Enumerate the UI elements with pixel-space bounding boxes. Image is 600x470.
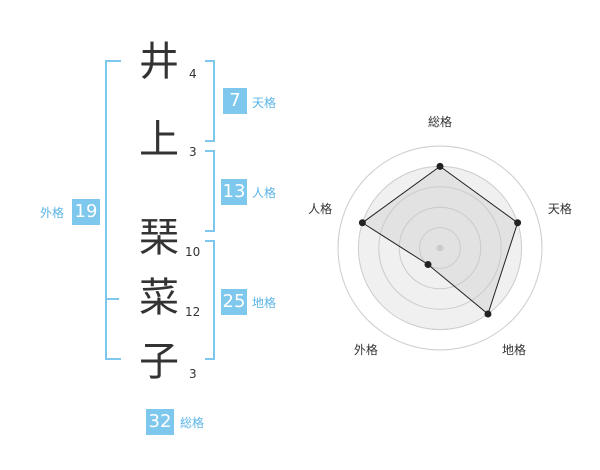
jinkaku-value: 13 bbox=[221, 179, 247, 205]
tenkaku-bracket bbox=[205, 60, 215, 142]
chikaku-bracket bbox=[205, 240, 215, 360]
tenkaku-label: 天格 bbox=[252, 96, 277, 110]
radar-axis-label-5: 人格 bbox=[308, 201, 332, 216]
gaikaku-split-tick bbox=[107, 298, 119, 300]
radar-axis-label-2: 天格 bbox=[548, 201, 572, 216]
radar-point-3 bbox=[484, 310, 492, 318]
chikaku-value: 25 bbox=[221, 289, 247, 315]
chikaku-label: 地格 bbox=[252, 296, 277, 310]
radar-point-4 bbox=[424, 261, 432, 269]
gaikaku-value: 19 bbox=[72, 199, 100, 225]
name-char-3: 琹 bbox=[139, 215, 179, 261]
stroke-count-1: 4 bbox=[189, 67, 197, 81]
radar-axis-label-4: 外格 bbox=[354, 342, 378, 357]
soukaku-label: 総格 bbox=[180, 416, 205, 430]
gaikaku-bracket bbox=[105, 60, 121, 360]
radar-point-1 bbox=[436, 162, 444, 170]
name-char-5: 子 bbox=[139, 339, 179, 385]
stroke-count-2: 3 bbox=[189, 145, 197, 159]
radar-axis-label-1: 総格 bbox=[428, 114, 452, 129]
jinkaku-label: 人格 bbox=[252, 186, 277, 200]
radar-point-2 bbox=[514, 219, 522, 227]
radar-point-5 bbox=[358, 219, 366, 227]
name-char-2: 上 bbox=[139, 117, 179, 163]
radar-polygon bbox=[361, 165, 519, 315]
stroke-count-3: 10 bbox=[185, 245, 201, 259]
soukaku-value: 32 bbox=[146, 409, 174, 435]
radar-axis-label-3: 地格 bbox=[502, 342, 526, 357]
stroke-count-5: 3 bbox=[189, 367, 197, 381]
jinkaku-bracket bbox=[205, 150, 215, 232]
tenkaku-value: 7 bbox=[223, 88, 247, 114]
name-char-4: 菜 bbox=[139, 275, 179, 321]
radar-center-dot bbox=[436, 244, 444, 252]
radar-ring-5 bbox=[337, 145, 543, 351]
gaikaku-label: 外格 bbox=[40, 206, 65, 220]
stroke-count-4: 12 bbox=[185, 305, 201, 319]
name-char-1: 井 bbox=[139, 39, 179, 85]
